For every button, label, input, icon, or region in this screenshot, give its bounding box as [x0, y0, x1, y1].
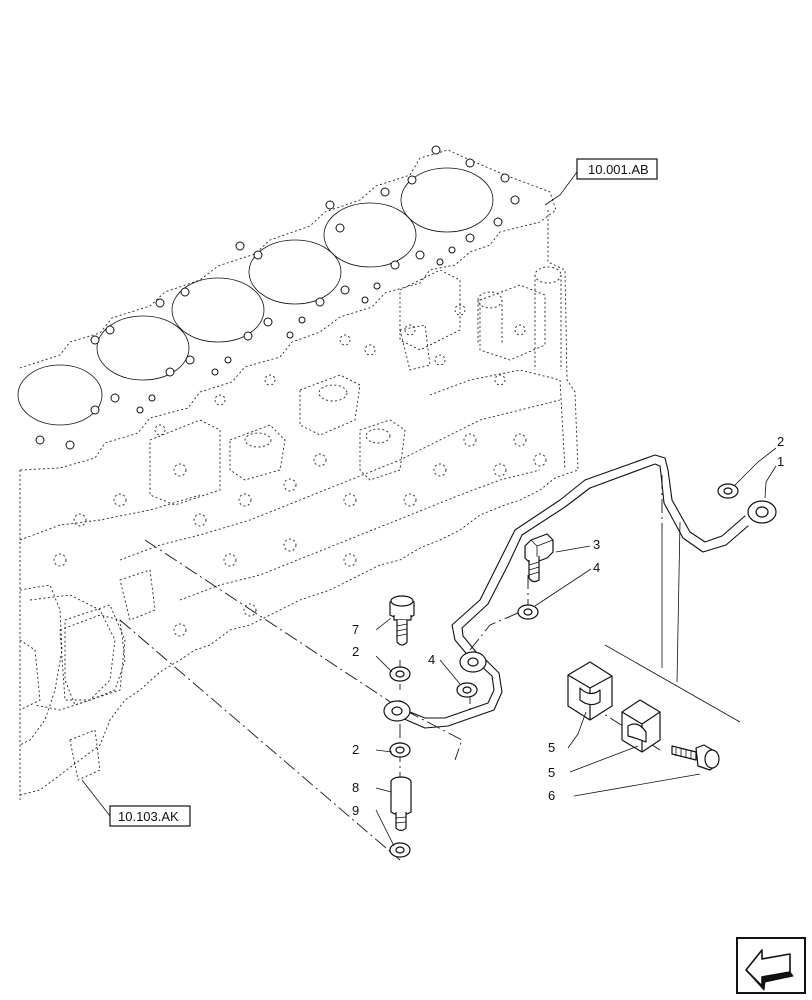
callout-1: 1 [777, 454, 784, 469]
callout-2-upper: 2 [777, 434, 784, 449]
callout-leaders [81, 171, 777, 847]
bore-3 [248, 239, 342, 305]
banjo-bolt-3 [524, 533, 554, 583]
ref-label-top: 10.001.AB [588, 162, 649, 177]
cylinder-bores [17, 167, 494, 426]
bore-1 [400, 167, 494, 233]
bolt-6 [671, 744, 720, 771]
callout-3: 3 [593, 537, 600, 552]
washer-2-upper [717, 483, 739, 499]
ref-box-bottom[interactable]: 10.103.AK [109, 805, 191, 827]
block-details [19, 266, 566, 781]
washer-4-left [456, 682, 478, 698]
bracket-outline-line [604, 644, 741, 723]
bore-6 [17, 364, 103, 426]
washers [389, 483, 739, 858]
head-gasket [19, 149, 557, 471]
bore-5 [96, 315, 190, 381]
ref-top-leader [544, 171, 578, 206]
previous-page-arrow-icon[interactable] [736, 937, 806, 994]
bore-2 [323, 202, 417, 268]
callout-9: 9 [352, 803, 359, 818]
callout-6: 6 [548, 788, 555, 803]
washer-9 [389, 842, 411, 858]
callouts: 1 2 3 4 7 2 4 2 8 9 5 5 6 [352, 434, 784, 818]
callout-2-lower: 2 [352, 742, 359, 757]
gasket-holes [35, 145, 520, 450]
bore-4 [171, 277, 265, 343]
ref-label-bottom: 10.103.AK [118, 809, 179, 824]
clamp-5-upper [567, 661, 613, 721]
washer-2-mid [389, 666, 411, 682]
callout-7: 7 [352, 622, 359, 637]
washer-2-lower [389, 742, 411, 758]
callout-2-mid: 2 [352, 644, 359, 659]
projection-lines [119, 475, 741, 861]
callout-4-right: 4 [593, 560, 600, 575]
ref-box-top[interactable]: 10.001.AB [576, 158, 658, 180]
fuel-pipe [383, 454, 777, 729]
spacer-8 [390, 776, 412, 832]
callout-8: 8 [352, 780, 359, 795]
flywheel-housing [19, 584, 63, 746]
callout-5-upper: 5 [548, 740, 555, 755]
block-side [19, 210, 579, 796]
callout-5-lower: 5 [548, 765, 555, 780]
washer-4-right [517, 604, 539, 620]
engine-block [17, 145, 579, 800]
ref-bottom-leader [81, 779, 111, 817]
clamp-5-lower [621, 699, 661, 753]
bolt-7 [389, 595, 415, 646]
callout-4-left: 4 [428, 652, 435, 667]
